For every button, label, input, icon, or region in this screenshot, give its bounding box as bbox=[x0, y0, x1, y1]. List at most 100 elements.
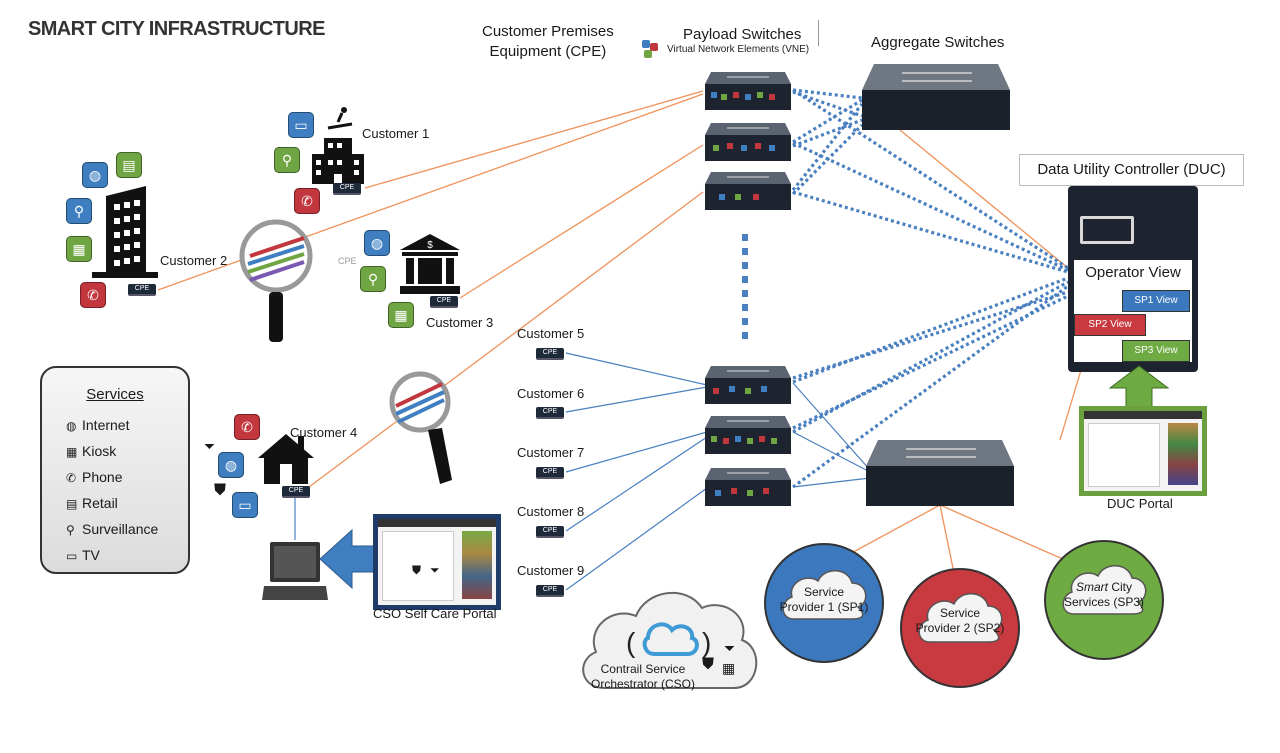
cpe-device: CPE bbox=[430, 296, 458, 308]
payload-switches-label: Payload Switches bbox=[683, 26, 802, 43]
payload-switch-3 bbox=[705, 172, 791, 210]
sp2-view-button[interactable]: SP2 View bbox=[1074, 314, 1146, 336]
sp2-label-line1: Service bbox=[939, 606, 980, 620]
house-icon bbox=[258, 434, 314, 484]
cso-cloud-icon: ( ) bbox=[582, 591, 758, 689]
sp1-label: Service Provider 1 (SP1) bbox=[766, 585, 882, 615]
cso-label-line2: Orchestrator (CSO) bbox=[590, 677, 695, 691]
service-label: Kiosk bbox=[82, 443, 117, 459]
payload-switch-1 bbox=[705, 72, 791, 110]
payload-switch-5 bbox=[705, 416, 791, 454]
duc-portal-screenshot[interactable] bbox=[1079, 406, 1207, 496]
payload-switch-4 bbox=[705, 366, 791, 404]
laptop-icon[interactable] bbox=[262, 540, 328, 602]
tv-icon: ▭ bbox=[232, 492, 258, 518]
service-item: ▭TV bbox=[66, 542, 158, 568]
service-item: ⚲Surveillance bbox=[66, 516, 158, 542]
customer-5-label: Customer 5 bbox=[517, 326, 585, 341]
atm-kiosk-icon: ▦ bbox=[388, 302, 414, 328]
sp3-label-italic: Smart bbox=[1075, 580, 1108, 594]
svg-text:): ) bbox=[702, 627, 711, 658]
service-item: ◍ Internet bbox=[66, 412, 158, 438]
cloud-icon bbox=[1062, 565, 1147, 615]
globe-icon: ◍ bbox=[66, 419, 77, 433]
filter-icon: ⏷ bbox=[724, 640, 736, 656]
svg-text:(: ( bbox=[626, 627, 636, 658]
cpe-device: CPE bbox=[536, 526, 564, 538]
internet-icon: ◍ bbox=[218, 452, 244, 478]
cpe-header-line2: Equipment (CPE) bbox=[489, 43, 607, 60]
cpe-device: CPE bbox=[536, 467, 564, 479]
customer-8-label: Customer 8 bbox=[517, 504, 585, 519]
cso-portal-label: CSO Self Care Portal bbox=[373, 606, 497, 621]
surveillance-camera-icon: ⚲ bbox=[66, 198, 92, 224]
cpe-faint-label: CPE bbox=[338, 256, 357, 266]
aggregate-switch-bottom bbox=[866, 440, 1014, 506]
cpe-device: CPE bbox=[536, 348, 564, 360]
payload-switch-6 bbox=[705, 468, 791, 506]
internet-icon: ◍ bbox=[82, 162, 108, 188]
service-item: ▤Retail bbox=[66, 490, 158, 516]
vne-label: Virtual Network Elements (VNE) bbox=[667, 44, 810, 55]
duc-drive-slot bbox=[1080, 216, 1134, 244]
service-provider-1[interactable]: Service Provider 1 (SP1) bbox=[764, 543, 884, 663]
sp1-view-button[interactable]: SP1 View bbox=[1122, 290, 1190, 312]
magnifier-icon bbox=[239, 219, 313, 342]
dotted-trunk-links bbox=[791, 88, 1069, 489]
vne-icon bbox=[642, 40, 660, 60]
svg-text:$: $ bbox=[427, 240, 433, 251]
phone-icon: ✆ bbox=[294, 188, 320, 214]
surveillance-camera-icon: ⚲ bbox=[360, 266, 386, 292]
service-item: ▦ Kiosk bbox=[66, 438, 158, 464]
cpe-device: CPE bbox=[536, 407, 564, 419]
atm-kiosk-icon: ▦ bbox=[66, 236, 92, 262]
services-legend: Services ◍Internet ▦Kiosk ✆Phone ▤Retail… bbox=[40, 366, 190, 574]
office-building-icon bbox=[92, 186, 158, 278]
filter-icon: ⏷ bbox=[204, 438, 216, 454]
internet-icon: ◍ bbox=[364, 230, 390, 256]
phone-icon: ✆ bbox=[234, 414, 260, 440]
services-list: ◍Internet ▦Kiosk ✆Phone ▤Retail ⚲Surveil… bbox=[66, 412, 158, 568]
blue-links bbox=[294, 352, 871, 591]
cpe-header: Customer Premises Equipment (CPE) bbox=[482, 22, 614, 62]
kiosk-icon: ▦ bbox=[66, 445, 78, 459]
service-label: Surveillance bbox=[82, 521, 159, 537]
diagram-title: SMART CITY INFRASTRUCTURE bbox=[28, 18, 325, 40]
duc-header-box: Data Utility Controller (DUC) bbox=[1019, 154, 1244, 186]
tv-icon: ▭ bbox=[288, 112, 314, 138]
shield-icon: ⛊ bbox=[702, 656, 715, 673]
cpe-device: CPE bbox=[333, 183, 361, 195]
customer-6-label: Customer 6 bbox=[517, 386, 585, 401]
sp2-label-line2: Provider 2 (SP2) bbox=[915, 621, 1005, 635]
sp3-view-button[interactable]: SP3 View bbox=[1122, 340, 1190, 362]
phone-icon: ✆ bbox=[66, 471, 77, 485]
service-provider-2[interactable]: Service Provider 2 (SP2) bbox=[900, 568, 1020, 688]
cso-label-line1: Contrail Service bbox=[600, 662, 686, 676]
office-building-icon bbox=[312, 138, 364, 184]
magnifier-icon bbox=[389, 371, 452, 484]
customer-9-label: Customer 9 bbox=[517, 563, 585, 578]
service-label: Internet bbox=[82, 417, 130, 433]
operator-view-panel: Operator View SP1 View SP2 View SP3 View bbox=[1074, 260, 1192, 362]
cpe-header-line1: Customer Premises bbox=[482, 23, 614, 40]
cso-portal-screenshot[interactable]: ⛊ ⏷ bbox=[373, 514, 501, 610]
services-heading: Services bbox=[86, 386, 144, 403]
sp1-label-line1: Service bbox=[803, 585, 844, 599]
cpe-device: CPE bbox=[282, 486, 310, 498]
cloud-icon bbox=[918, 593, 1003, 643]
header-divider bbox=[818, 20, 819, 46]
phone-icon: ✆ bbox=[80, 282, 106, 308]
shield-icon: ⛊ bbox=[214, 482, 227, 499]
sp3-label-rest: City bbox=[1108, 580, 1132, 594]
operator-view-label: Operator View bbox=[1085, 264, 1181, 281]
surveillance-camera-icon: ⚲ bbox=[274, 147, 300, 173]
customer-2-label: Customer 2 bbox=[160, 253, 228, 268]
service-label: Retail bbox=[82, 495, 118, 511]
sp3-label-line1: Smart City bbox=[1046, 580, 1162, 595]
service-provider-3[interactable]: Smart City Services (SP3) bbox=[1044, 540, 1164, 660]
payload-switch-2 bbox=[705, 123, 791, 161]
retail-register-icon: ▤ bbox=[116, 152, 142, 178]
sp3-label-line2: Services (SP3) bbox=[1063, 595, 1145, 609]
duc-portal-label: DUC Portal bbox=[1107, 496, 1173, 511]
